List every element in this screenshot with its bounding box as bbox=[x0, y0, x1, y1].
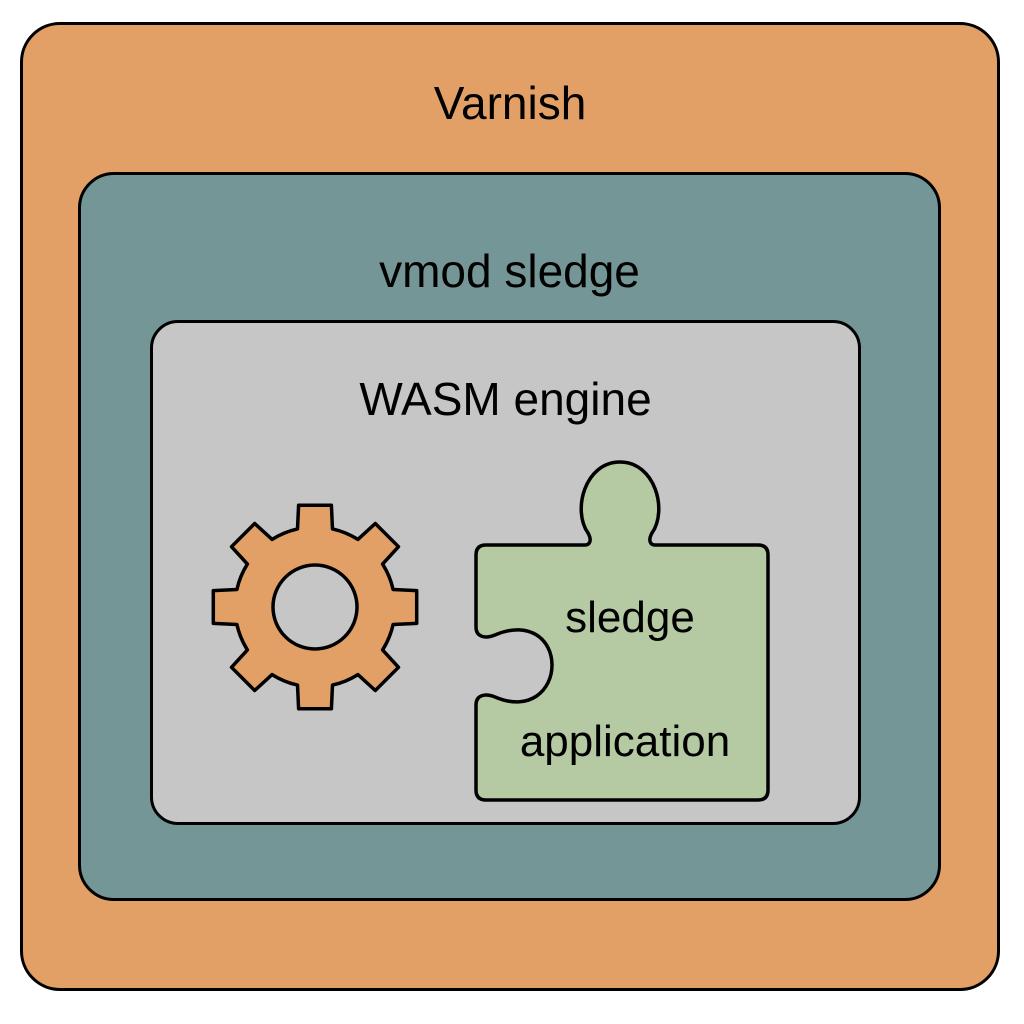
varnish-title: Varnish bbox=[433, 77, 587, 129]
vmod-sledge-title: vmod sledge bbox=[379, 245, 640, 297]
wasm-engine-title: WASM engine bbox=[359, 373, 652, 425]
gear-icon bbox=[211, 503, 419, 711]
puzzle-label-sledge: sledge bbox=[565, 593, 695, 642]
puzzle-label-application: application bbox=[519, 717, 731, 766]
puzzle-piece-icon bbox=[474, 460, 770, 802]
